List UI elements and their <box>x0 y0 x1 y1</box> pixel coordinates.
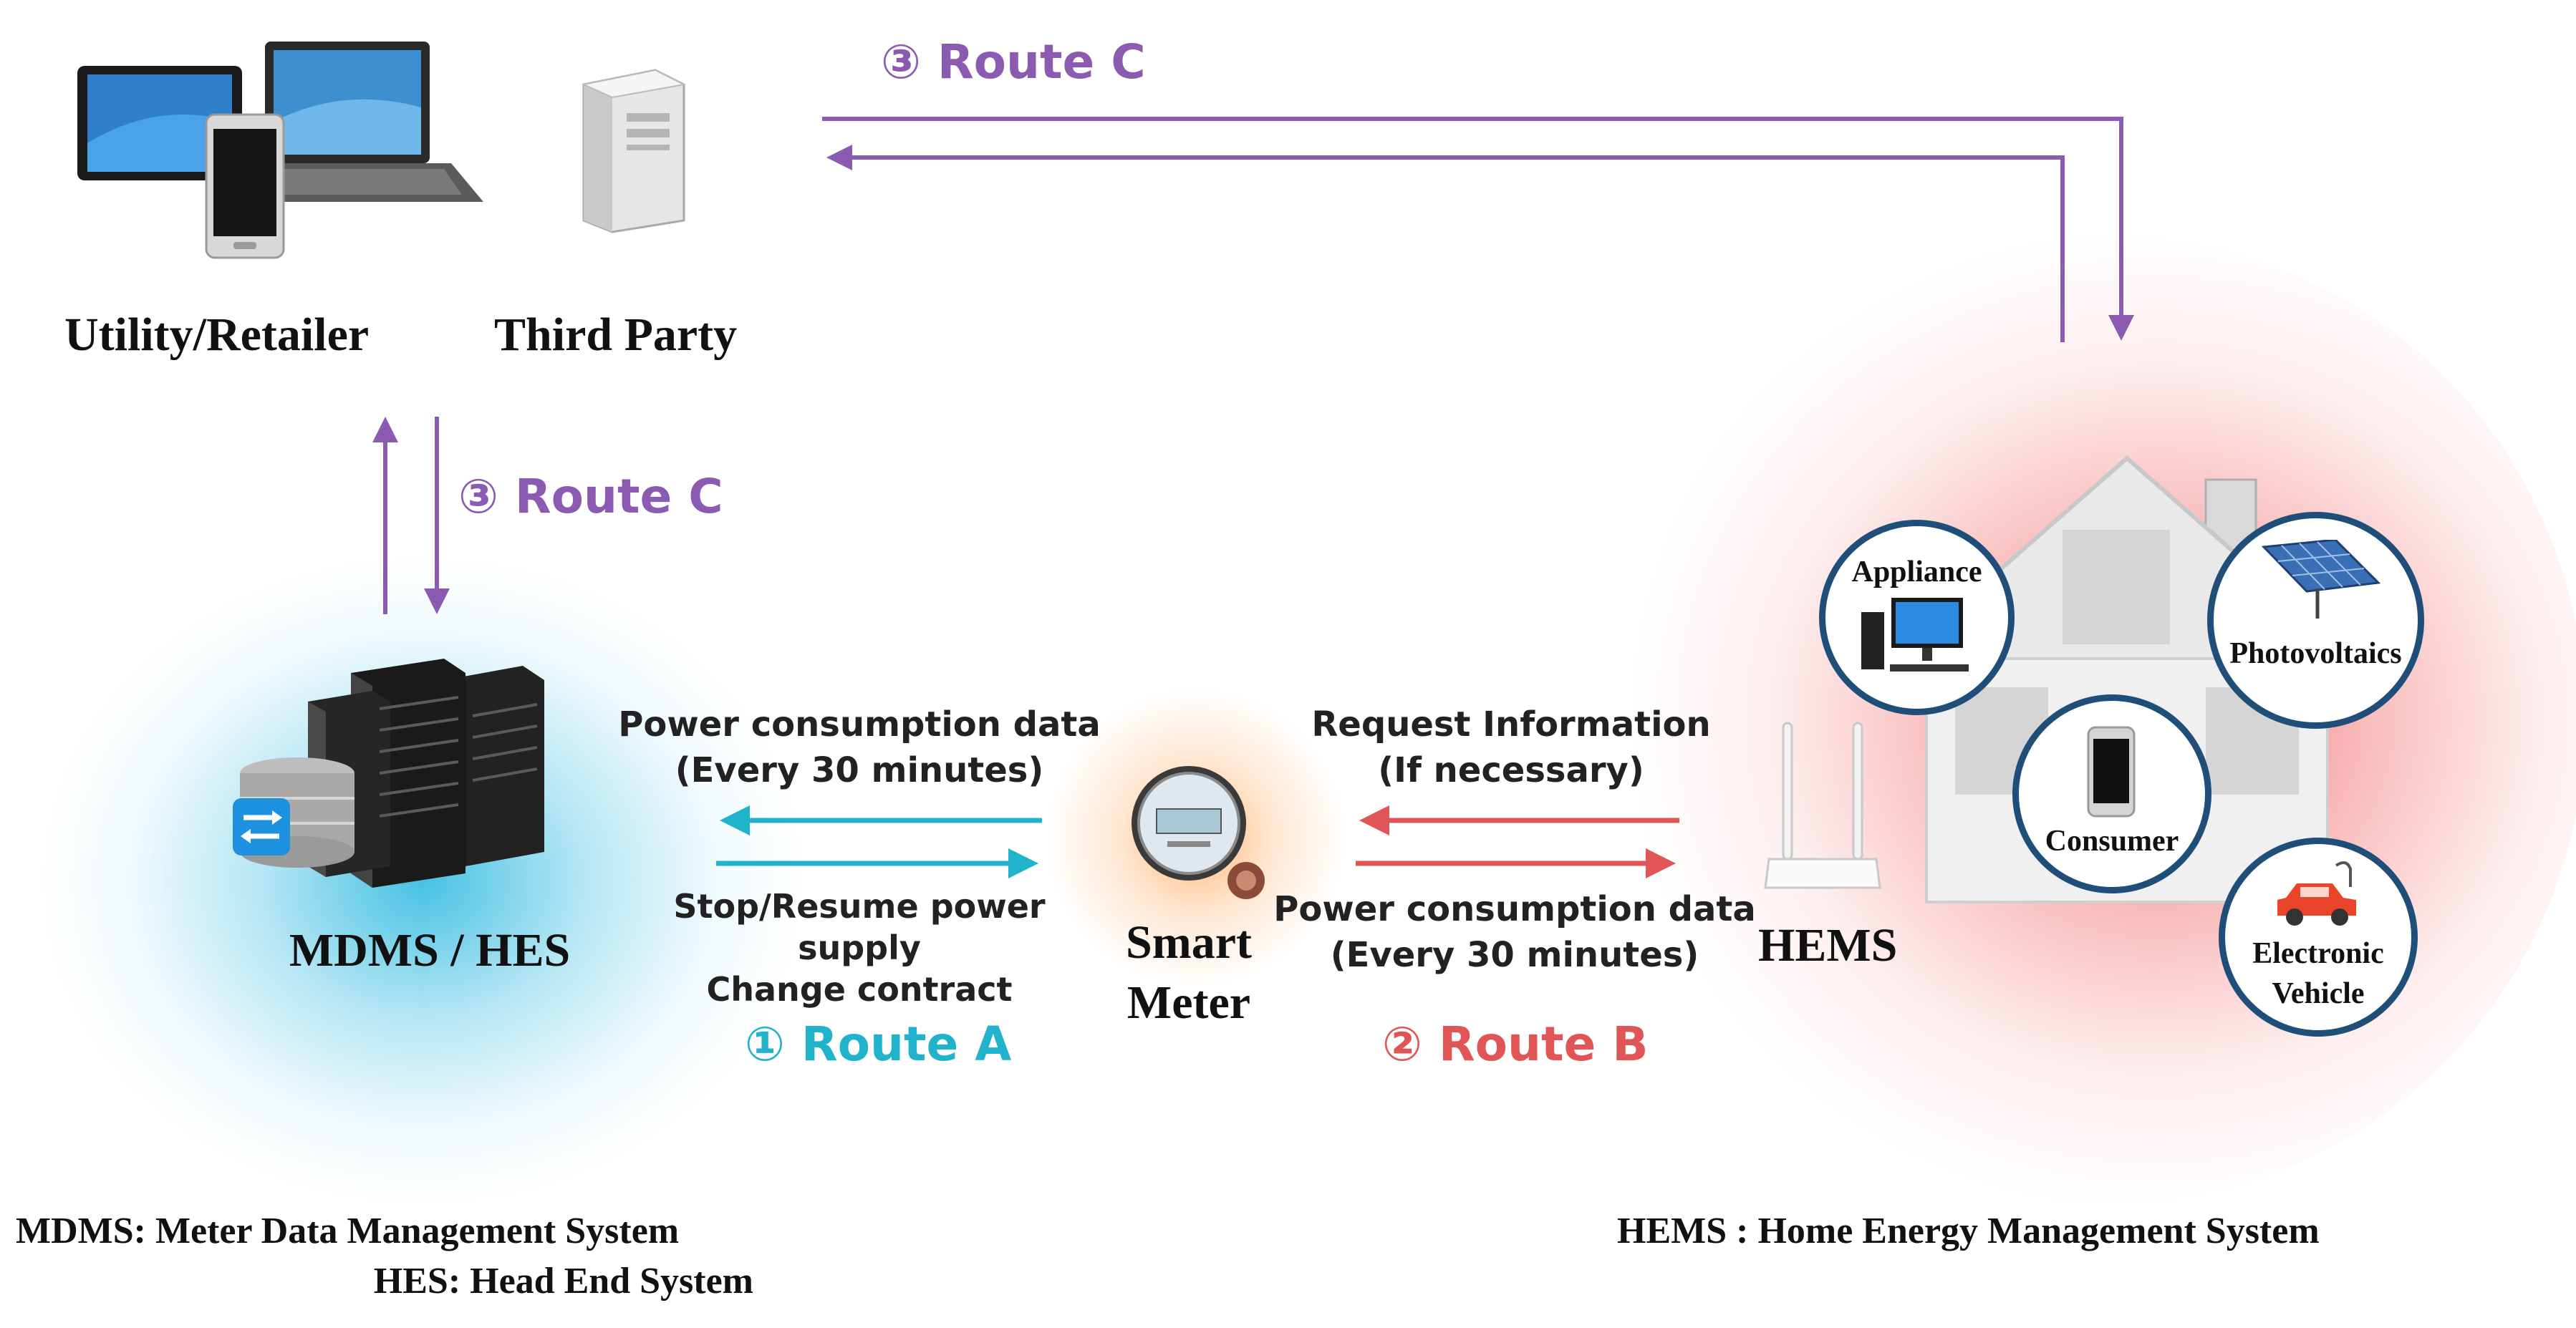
third-party-label: Third Party <box>494 309 738 361</box>
route-a-upper-line1: Power consumption data <box>618 704 1101 745</box>
photovoltaics-badge: Photovoltaics <box>2207 512 2424 729</box>
smart-meter-label-line2: Meter <box>1127 976 1251 1029</box>
route-a-lower-text: Stop/Resume power supply Change contract <box>616 886 1103 1010</box>
route-a-lower-line1: Stop/Resume power supply <box>673 887 1046 967</box>
electric-car-icon <box>2277 861 2356 926</box>
electronic-vehicle-label-line2: Vehicle <box>2272 977 2365 1010</box>
smartphone-icon <box>2087 726 2136 818</box>
route-b-label: ② Route B <box>1382 1017 1649 1072</box>
smart-meter-label: Smart Meter <box>1103 913 1275 1033</box>
utility-retailer-label: Utility/Retailer <box>64 309 370 361</box>
smart-meter-label-line1: Smart <box>1126 916 1252 969</box>
route-b-upper-line1: Request Information <box>1311 704 1711 745</box>
solar-panel-icon <box>2261 540 2381 619</box>
mdms-server-cluster-icon <box>233 659 544 888</box>
footnote-hems: HEMS : Home Energy Management System <box>1617 1211 2320 1251</box>
footnote-mdms: MDMS: Meter Data Management System <box>16 1211 680 1251</box>
appliance-badge: Appliance <box>1819 520 2015 715</box>
route-a-label: ① Route A <box>745 1017 1012 1072</box>
server-icon <box>581 69 687 233</box>
route-c-top-label: ③ Route C <box>881 34 1146 89</box>
route-b-lower-text: Power consumption data (Every 30 minutes… <box>1260 886 1769 978</box>
appliance-label: Appliance <box>1851 556 1982 588</box>
electronic-vehicle-badge: Electronic Vehicle <box>2219 838 2418 1037</box>
route-b-lower-line2: (Every 30 minutes) <box>1330 935 1699 975</box>
footnote-hes: HES: Head End System <box>373 1261 753 1302</box>
route-a-upper-line2: (Every 30 minutes) <box>675 750 1044 790</box>
route-a-upper-text: Power consumption data (Every 30 minutes… <box>616 702 1103 793</box>
electronic-vehicle-label-line1: Electronic <box>2252 937 2384 970</box>
route-b-lower-line1: Power consumption data <box>1273 889 1756 929</box>
consumer-label: Consumer <box>2045 825 2179 858</box>
route-c-arrow-to-hems <box>822 117 2134 341</box>
electronic-vehicle-label: Electronic Vehicle <box>2225 934 2411 1014</box>
mdms-hes-label: MDMS / HES <box>289 924 571 976</box>
consumer-badge: Consumer <box>2012 694 2211 893</box>
route-b-upper-text: Request Information (If necessary) <box>1260 702 1762 793</box>
router-icon <box>1764 722 1881 889</box>
route-b-upper-line2: (If necessary) <box>1378 750 1644 790</box>
utility-devices-icon <box>77 42 483 259</box>
route-c-left-label: ③ Route C <box>458 469 723 524</box>
route-a-lower-line2: Change contract <box>706 970 1013 1009</box>
route-c-arrow-to-third-party <box>826 145 2065 342</box>
hems-label: HEMS <box>1758 919 1898 971</box>
smart-meter-icon <box>1132 766 1265 899</box>
desktop-computer-icon <box>1861 598 1969 672</box>
photovoltaics-label: Photovoltaics <box>2229 637 2402 670</box>
